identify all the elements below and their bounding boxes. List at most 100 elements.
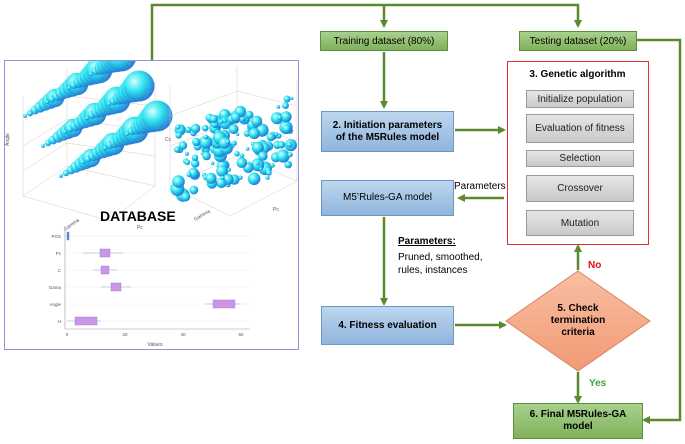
scatter-bubble	[245, 110, 254, 119]
m5rules-ga-box: M5’Rules-GA model	[321, 180, 454, 216]
scatter-bubble	[276, 105, 281, 109]
scatter-bubble	[266, 170, 272, 176]
scatter-bubble	[190, 123, 201, 134]
scatter-bubble	[184, 159, 191, 166]
check-line-1: 5. Check	[557, 303, 599, 314]
box-plot-category-label: Gama	[49, 285, 62, 290]
plot-a-ylabel: Angle	[5, 133, 11, 146]
scatter-bubble	[186, 172, 192, 177]
testing-dataset-label: Testing dataset (20%)	[529, 35, 627, 47]
box-plot-box	[110, 282, 122, 292]
box-plot-xtick: 20	[122, 332, 128, 337]
testing-dataset-box: Testing dataset (20%)	[519, 31, 637, 51]
scatter-bubble	[199, 135, 213, 149]
cone-bubble-cluster	[125, 100, 173, 136]
scatter-bubble	[175, 124, 181, 130]
check-termination-label: 5. Check termination criteria	[530, 303, 626, 339]
scatter-bubble	[255, 161, 260, 166]
scatter-bubble	[218, 119, 224, 124]
scatter-bubble	[178, 141, 188, 150]
cone-bubble-cluster	[107, 70, 155, 106]
scatter-bubble	[220, 175, 225, 180]
genetic-algorithm-panel: 3. Genetic algorithm Initialize populati…	[507, 61, 649, 245]
scatter-bubble	[225, 139, 230, 144]
ga-step-selection: Selection	[526, 150, 634, 167]
scatter-bubble	[239, 153, 245, 158]
scatter-bubble	[175, 132, 182, 139]
scatter-bubble	[216, 165, 228, 177]
fitness-evaluation-label: 4. Fitness evaluation	[338, 319, 437, 331]
scatter-bubble	[172, 175, 185, 188]
scatter-bubble	[259, 167, 263, 171]
box-plot-category-label: Angle	[49, 302, 61, 307]
scatter-bubble	[245, 147, 250, 151]
m5rules-ga-label: M5’Rules-GA model	[343, 192, 432, 203]
scatter-bubble	[243, 130, 251, 137]
scatter-bubble	[216, 177, 227, 189]
scatter-bubble	[228, 124, 239, 135]
scatter-bubble	[251, 141, 264, 154]
ga-step-crossover: Crossover	[526, 175, 634, 202]
plot-a-xlabel: Gamma	[63, 217, 81, 232]
bubble-plot-a: Angle Gamma Pc	[5, 61, 173, 233]
init-line-1: 2. Initiation parameters	[332, 119, 443, 131]
scatter-bubble	[277, 141, 286, 149]
scatter-bubble	[274, 132, 279, 137]
parameters-note: Parameters: Pruned, smoothed, rules, ins…	[398, 235, 483, 277]
scatter-bubble	[192, 137, 201, 147]
box-plot-category-label: Pc	[56, 251, 62, 256]
parameters-arrow-label: Parameters	[454, 181, 506, 192]
scatter-bubble	[282, 124, 292, 134]
ga-step-label: Mutation	[560, 217, 600, 229]
scatter-bubble	[282, 102, 289, 109]
scatter-bubble	[203, 134, 209, 140]
scatter-bubble	[236, 157, 248, 168]
no-label: No	[588, 260, 602, 271]
testing-to-final-arrow	[618, 38, 682, 424]
scatter-bubble	[209, 114, 218, 124]
scatter-bubble	[201, 124, 209, 132]
box-plot-category-label: PGS	[51, 234, 61, 239]
final-line-1: 6. Final M5Rules-GA	[529, 409, 627, 420]
scatter-bubble	[236, 132, 240, 136]
scatter-bubble	[247, 172, 261, 186]
scatter-bubble	[277, 115, 283, 120]
scatter-bubble	[191, 159, 200, 168]
scatter-bubble	[251, 115, 263, 127]
scatter-bubble	[286, 141, 293, 148]
scatter-bubble	[181, 192, 191, 202]
database-title: DATABASE	[100, 208, 176, 224]
final-line-2: model	[563, 421, 593, 432]
scatter-bubble	[210, 161, 215, 166]
scatter-bubble	[189, 185, 199, 195]
box-plot-box	[66, 231, 70, 241]
box-plot-box	[74, 316, 98, 326]
scatter-bubble	[231, 140, 237, 146]
scatter-bubble	[202, 151, 211, 161]
box-plot-box	[212, 299, 236, 309]
scatter-bubble	[184, 151, 189, 156]
init-parameters-box: 2. Initiation parameters of the M5Rules …	[321, 111, 454, 152]
training-dataset-box: Training dataset (80%)	[320, 31, 448, 51]
fitness-evaluation-box: 4. Fitness evaluation	[321, 306, 454, 345]
ga-step-mutation: Mutation	[526, 210, 634, 236]
scatter-bubble	[258, 151, 268, 161]
ga-step-evaluation-of-fitness: Evaluation of fitness	[526, 114, 634, 143]
genetic-algorithm-title: 3. Genetic algorithm	[529, 69, 626, 80]
scatter-bubble	[205, 172, 217, 184]
db-to-datasets-arrow	[150, 3, 582, 60]
ga-step-label: Evaluation of fitness	[535, 123, 625, 134]
yes-label: Yes	[589, 378, 607, 389]
ga-step-initialize-population: Initialize population	[526, 90, 634, 108]
ga-step-label: Selection	[559, 153, 601, 164]
scatter-bubble	[287, 152, 293, 158]
training-dataset-label: Training dataset (80%)	[333, 35, 435, 47]
box-plot-box	[99, 248, 111, 258]
plot-b-ylabel: Cc	[165, 137, 172, 143]
ga-step-label: Crossover	[557, 183, 603, 194]
init-line-2: of the M5Rules model	[335, 131, 440, 143]
scatter-bubble	[234, 151, 240, 157]
